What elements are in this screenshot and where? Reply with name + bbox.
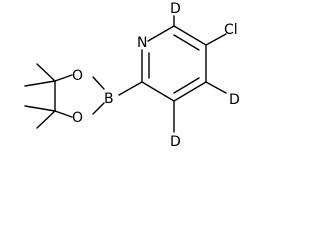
bond-b-o-top	[92, 76, 105, 90]
atom-o-top: O	[72, 68, 83, 84]
atom-d-top: D	[170, 1, 181, 17]
bond-c6-c5	[173, 25, 207, 46]
bond-methyl-4	[36, 110, 56, 129]
atom-cl: Cl	[224, 22, 238, 38]
atom-o-bottom: O	[72, 110, 83, 126]
bond-c4-c3	[173, 81, 207, 102]
bond-n-c6	[147, 25, 175, 42]
atom-b: B	[104, 91, 114, 107]
bond-o-bottom-c	[54, 110, 73, 118]
bond-methyl-3	[24, 105, 56, 112]
bond-c3-c2	[141, 81, 175, 102]
atom-d-bottom: D	[170, 134, 181, 150]
molecule-canvas: N Cl B O O D D D	[24, 1, 240, 150]
bond-b-o-bottom	[92, 102, 105, 115]
bond-methyl-2	[24, 80, 56, 87]
atom-n: N	[137, 35, 147, 51]
bond-c4-d	[205, 81, 227, 94]
atom-d-right: D	[229, 92, 240, 108]
bond-c5-cl	[205, 33, 227, 46]
bond-c6-c5-inner	[173, 34, 200, 51]
molecule-structure: N Cl B O O D D D	[24, 1, 240, 150]
bond-methyl-1	[36, 63, 56, 82]
bond-o-top-c	[54, 74, 73, 82]
bond-c4-c3-inner	[173, 77, 200, 94]
bond-c2-b	[118, 81, 143, 96]
